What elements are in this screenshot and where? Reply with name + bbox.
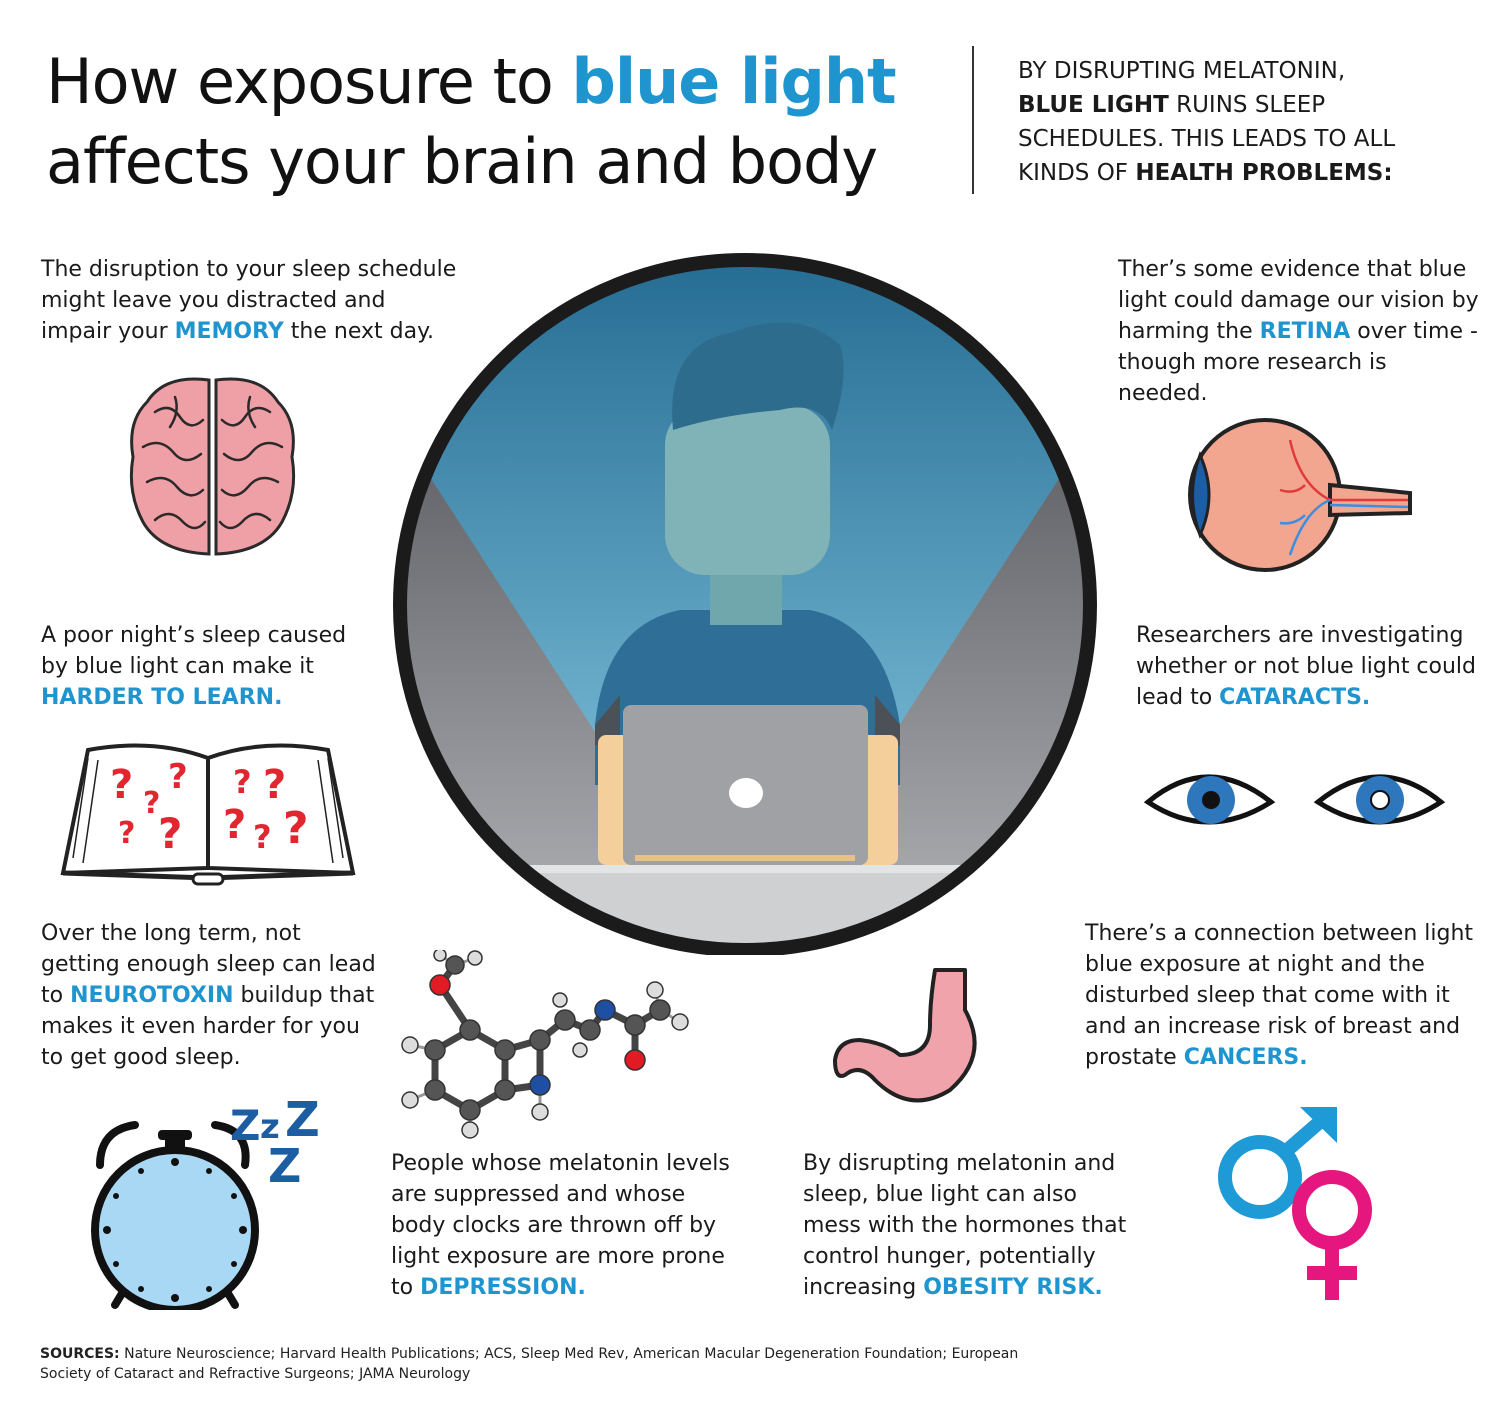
question-marks: ? ? ? ? ? ? ? ? ? ? (110, 757, 309, 858)
female-symbol (1292, 1170, 1372, 1300)
brain-icon (129, 377, 296, 556)
title-part1: How exposure to (46, 45, 572, 118)
svg-text:?: ? (283, 803, 309, 854)
subtitle-line1: BY DISRUPTING MELATONIN, (1018, 58, 1346, 84)
sources: SOURCES: Nature Neuroscience; Harvard He… (40, 1344, 1040, 1384)
svg-text:?: ? (110, 762, 133, 808)
svg-text:?: ? (168, 757, 188, 797)
svg-text:?: ? (143, 786, 160, 821)
person-laptop-icon (393, 253, 1097, 955)
svg-text:?: ? (223, 802, 246, 848)
header-divider (972, 46, 974, 194)
gender-symbols-icon (1218, 1107, 1372, 1300)
melatonin-molecule-icon (401, 950, 689, 1139)
eye-right (1313, 774, 1446, 825)
svg-text:?: ? (233, 763, 252, 801)
subtitle-bold-health: HEALTH PROBLEMS: (1135, 160, 1393, 186)
eye-anatomy-icon (1188, 418, 1412, 572)
svg-text:Z: Z (285, 1100, 320, 1148)
sources-label: SOURCES: (40, 1346, 120, 1362)
svg-text:?: ? (253, 818, 272, 856)
svg-text:?: ? (118, 816, 135, 851)
svg-text:z: z (260, 1107, 280, 1147)
subtitle-bold-blue-light: BLUE LIGHT (1018, 92, 1169, 118)
highlight-obesity: OBESITY RISK. (923, 1275, 1103, 1300)
highlight-cataracts: CATARACTS. (1219, 685, 1371, 710)
stomach-icon (833, 968, 977, 1103)
effect-cataracts: Researchers are investigating whether or… (1136, 623, 1477, 710)
effect-retina: Ther’s some evidence that blue light cou… (1118, 257, 1479, 406)
page-title: How exposure to blue light affects your … (46, 42, 956, 202)
effect-obesity: By disrupting melatonin and sleep, blue … (803, 1151, 1127, 1300)
svg-text:Z: Z (268, 1139, 301, 1193)
highlight-retina: RETINA (1259, 319, 1351, 344)
zzz-text: Z z Z Z (230, 1100, 320, 1193)
alarm-clock-icon: Z z Z Z (91, 1100, 320, 1310)
effect-cancers: There’s a connection between light blue … (1085, 921, 1474, 1070)
effect-neurotoxin: Over the long term, not getting enough s… (41, 921, 376, 1070)
sources-text: Nature Neuroscience; Harvard Health Publ… (40, 1346, 1019, 1382)
subtitle-line2: RUINS SLEEP (1168, 92, 1326, 118)
highlight-memory: MEMORY (174, 319, 284, 344)
svg-text:?: ? (158, 809, 182, 858)
svg-text:?: ? (263, 762, 286, 808)
header-subtitle: BY DISRUPTING MELATONIN, BLUE LIGHT RUIN… (1018, 54, 1478, 190)
subtitle-line4: KINDS OF (1018, 160, 1136, 186)
effect-depression: People whose melatonin levels are suppre… (391, 1151, 730, 1300)
subtitle-line3: SCHEDULES. THIS LEADS TO ALL (1018, 126, 1396, 152)
title-part2: affects your brain and body (46, 125, 878, 198)
highlight-depression: DEPRESSION. (420, 1275, 586, 1300)
highlight-cancers: CANCERS. (1183, 1045, 1308, 1070)
highlight-neurotoxin: NEUROTOXIN (70, 983, 234, 1008)
effect-learn: A poor night’s sleep caused by blue ligh… (41, 623, 347, 710)
question-book-icon: ? ? ? ? ? ? ? ? ? ? (60, 743, 356, 886)
eyes-icon (1143, 774, 1446, 825)
title-accent: blue light (571, 45, 897, 118)
eye-left (1143, 774, 1276, 825)
effect-memory: The disruption to your sleep schedule mi… (41, 257, 457, 344)
highlight-learn: HARDER TO LEARN. (41, 685, 283, 710)
svg-text:Z: Z (230, 1101, 260, 1150)
male-symbol (1218, 1107, 1337, 1219)
